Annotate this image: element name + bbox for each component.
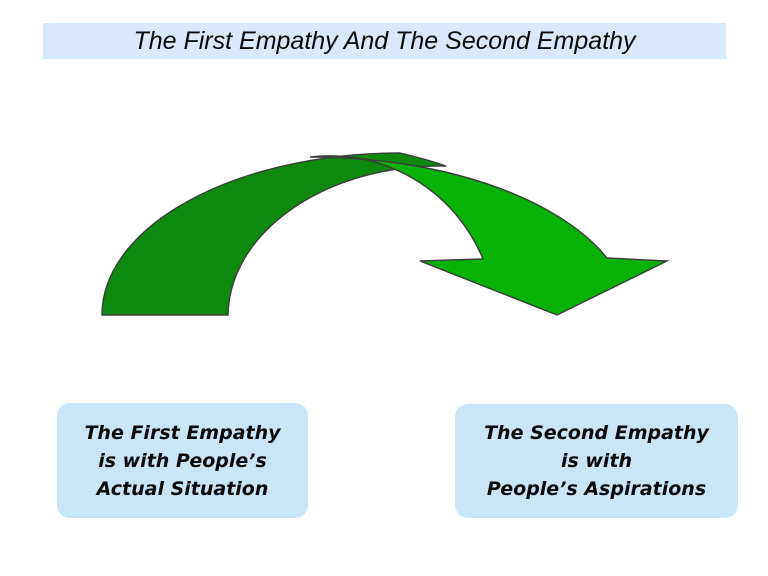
text-line: is with [560,450,633,472]
text-line: The Second Empathy [484,422,709,444]
text-line: The First Empathy [84,421,281,444]
arrow-right-arc-arrowhead [309,155,670,316]
title-banner: The First Empathy And The Second Empathy [43,23,726,59]
arrow-left-arc [101,152,447,316]
text-line: People’s Aspirations [486,478,707,500]
text-line: is with People’s [98,449,267,472]
page-title: The First Empathy And The Second Empathy [133,26,636,55]
first-empathy-box: The First Empathy is with People’s Actua… [57,403,308,518]
second-empathy-box: The Second Empathy is with People’s Aspi… [455,404,738,518]
text-line: Actual Situation [96,477,269,500]
